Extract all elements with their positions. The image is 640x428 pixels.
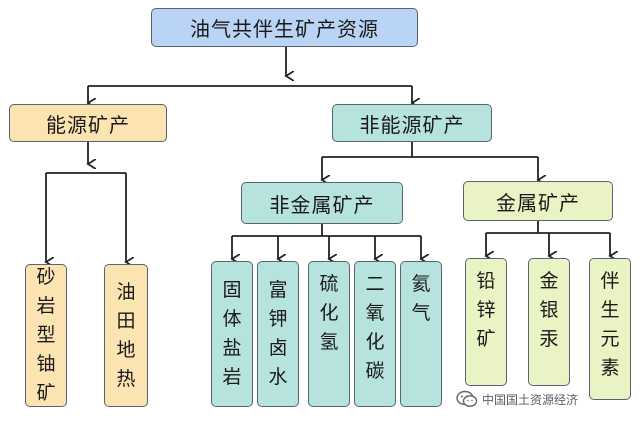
leaf-carbon-dioxide: 二氧化碳 (354, 261, 396, 407)
root-node: 油气共伴生矿产资源 (151, 8, 418, 47)
energy-minerals-node: 能源矿产 (9, 104, 167, 142)
leaf-lead-zinc: 铅锌矿 (465, 258, 507, 386)
leaf-sandstone-uranium: 砂岩型铀矿 (25, 264, 67, 407)
leaf-potassium-brine: 富钾卤水 (257, 261, 299, 407)
leaf-helium: 氦气 (400, 261, 442, 407)
watermark: 中国国土资源经济 (456, 390, 578, 408)
non-energy-minerals-label: 非能源矿产 (359, 112, 465, 137)
non-energy-minerals-node: 非能源矿产 (332, 104, 492, 142)
wechat-logo-icon (456, 390, 478, 407)
metal-minerals-label: 金属矿产 (496, 190, 580, 215)
metal-minerals-node: 金属矿产 (463, 181, 613, 221)
leaf-gold-silver-mercury: 金银汞 (528, 258, 570, 386)
leaf-oilfield-geothermal: 油田地热 (104, 264, 148, 407)
non-metal-minerals-node: 非金属矿产 (241, 182, 403, 224)
root-label: 油气共伴生矿产资源 (190, 17, 379, 41)
leaf-hydrogen-sulfide: 硫化氢 (308, 261, 350, 407)
leaf-associated-elements: 伴生元素 (589, 258, 631, 400)
energy-minerals-label: 能源矿产 (46, 112, 130, 137)
leaf-solid-salt-rock: 固体盐岩 (211, 261, 253, 407)
non-metal-minerals-label: 非金属矿产 (269, 192, 375, 217)
watermark-text: 中国国土资源经济 (482, 392, 579, 407)
